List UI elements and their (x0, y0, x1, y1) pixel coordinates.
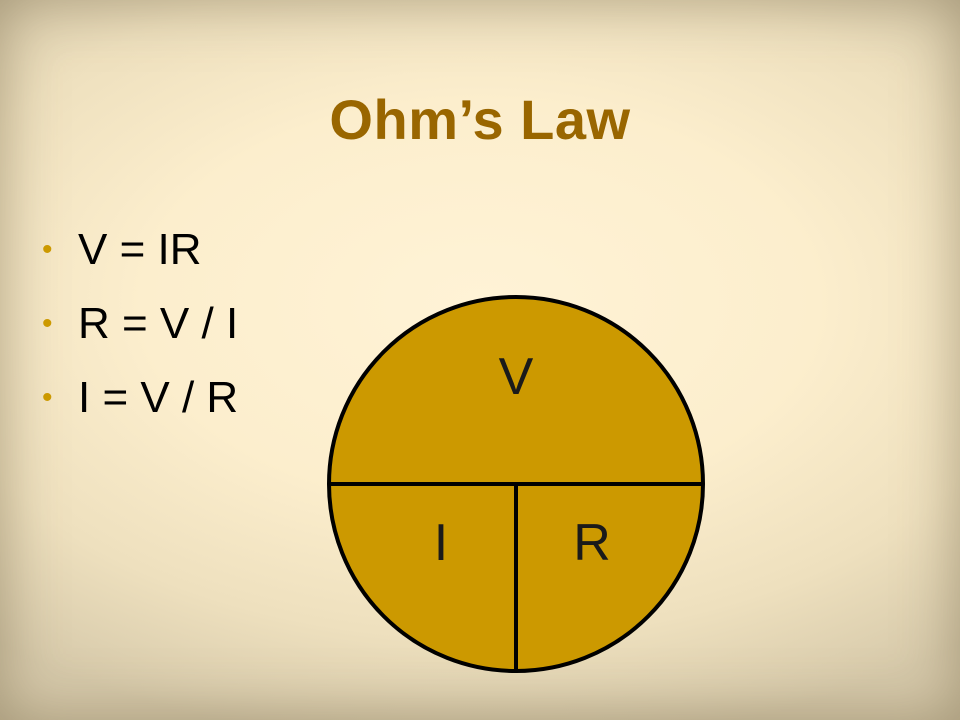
formula-item: • R = V / I (42, 298, 238, 372)
bullet-dot-icon: • (42, 307, 53, 340)
ohms-law-triangle-circle: V I R (320, 288, 712, 680)
bullet-dot-icon: • (42, 381, 53, 414)
formula-text: I = V / R (78, 373, 239, 422)
label-resistance: R (573, 514, 611, 572)
formula-text: R = V / I (78, 299, 239, 348)
formula-text: V = IR (78, 225, 202, 274)
formula-list: • V = IR • R = V / I • I = V / R (42, 224, 238, 446)
slide-title: Ohm’s Law (329, 88, 631, 151)
label-current: I (434, 514, 448, 572)
ohms-law-circle-svg: V I R (327, 295, 705, 673)
bullet-dot-icon: • (42, 233, 53, 266)
label-voltage: V (499, 348, 534, 406)
formula-item: • V = IR (42, 224, 238, 298)
formula-item: • I = V / R (42, 372, 238, 446)
